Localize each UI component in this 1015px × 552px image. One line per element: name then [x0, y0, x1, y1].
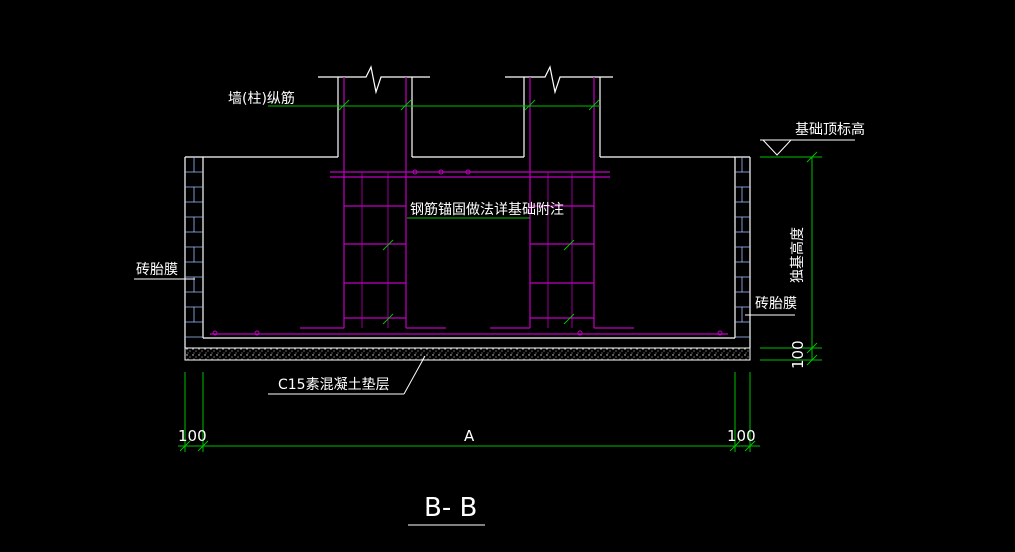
section-title: B- B	[424, 493, 477, 523]
dim-vertical-label: 100	[789, 340, 807, 369]
anchor-note-label: 钢筋锚固做法详基础附注	[410, 201, 564, 218]
foundation-top-label: 基础顶标高	[795, 121, 865, 138]
brick-left-label: 砖胎膜	[136, 262, 178, 278]
cushion-layer	[184, 347, 751, 361]
dim-left-label: 100	[178, 427, 207, 445]
white-leaders	[134, 139, 855, 526]
rebar-dots	[212, 169, 723, 336]
brick-mould-right	[735, 157, 750, 338]
foundation-height-label: 独基高度	[789, 227, 806, 283]
rebar	[210, 77, 728, 335]
brick-right-label: 砖胎膜	[755, 296, 797, 312]
dim-center-label: A	[464, 427, 475, 445]
brick-mould-left	[185, 157, 203, 338]
cushion-layer-label: C15素混凝土垫层	[278, 377, 390, 393]
wall-rebar-label: 墙(柱)纵筋	[228, 90, 295, 107]
leader-lines	[178, 99, 822, 452]
foundation-outline	[184, 65, 751, 348]
dim-right-label: 100	[727, 427, 756, 445]
